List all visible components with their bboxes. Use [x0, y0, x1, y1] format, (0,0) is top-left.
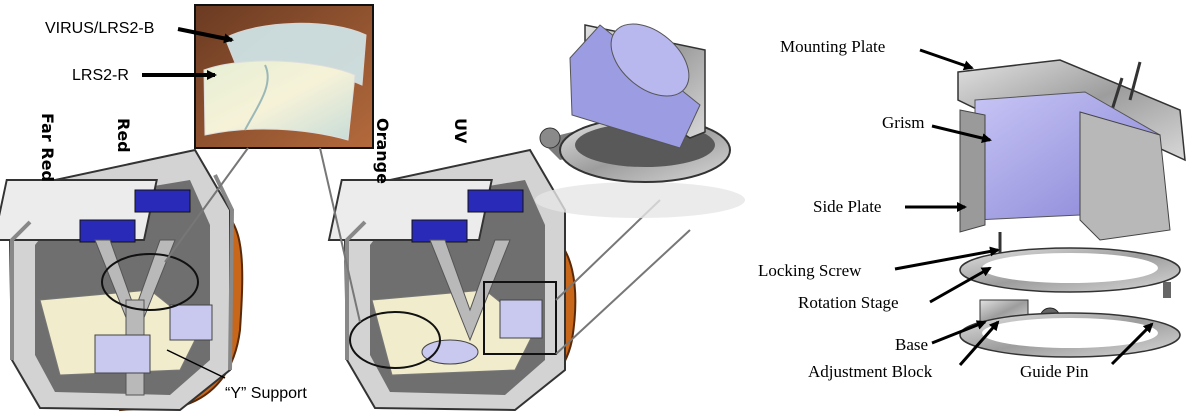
guide-pin-label: Guide Pin [1020, 362, 1089, 381]
part-label-grism: Grism [882, 113, 992, 143]
part-label-base: Base [895, 320, 987, 354]
side-plate-label: Side Plate [813, 197, 881, 216]
grism-photo-inset [194, 4, 374, 149]
part-label-rotation-stage: Rotation Stage [798, 266, 992, 312]
spectrograph-left-illustration [0, 148, 577, 412]
inset-label-lrs2r-text: LRS2-R [72, 67, 129, 84]
inset-label-virus: VIRUS/LRS2-B [45, 20, 234, 44]
inset-label-lrs2r: LRS2-R [72, 67, 217, 84]
grism-label: Grism [882, 113, 925, 132]
channel-label-uv: UV [451, 118, 470, 144]
part-label-mounting-plate: Mounting Plate [780, 37, 974, 71]
base-label: Base [895, 335, 928, 354]
channel-label-orange: Orange [373, 118, 392, 184]
adjustment-block-label: Adjustment Block [808, 362, 933, 381]
locking-screw-label: Locking Screw [758, 261, 862, 280]
part-label-locking-screw: Locking Screw [758, 246, 1000, 280]
mounting-plate-label: Mounting Plate [780, 37, 885, 56]
channel-label-red: Red [114, 118, 133, 153]
grism-assembly-middle [535, 23, 745, 218]
part-label-adjustment-block: Adjustment Block [808, 320, 1000, 381]
y-support-label-text: “Y” Support [225, 385, 307, 402]
rotation-stage-label: Rotation Stage [798, 293, 899, 312]
part-label-side-plate: Side Plate [813, 197, 967, 216]
part-label-guide-pin: Guide Pin [1020, 322, 1154, 381]
grism-assembly-exploded [957, 59, 1186, 358]
channel-label-far-red: Far Red [38, 113, 57, 182]
inset-label-virus-text: VIRUS/LRS2-B [45, 20, 154, 37]
y-support-label: “Y” Support [166, 349, 307, 402]
